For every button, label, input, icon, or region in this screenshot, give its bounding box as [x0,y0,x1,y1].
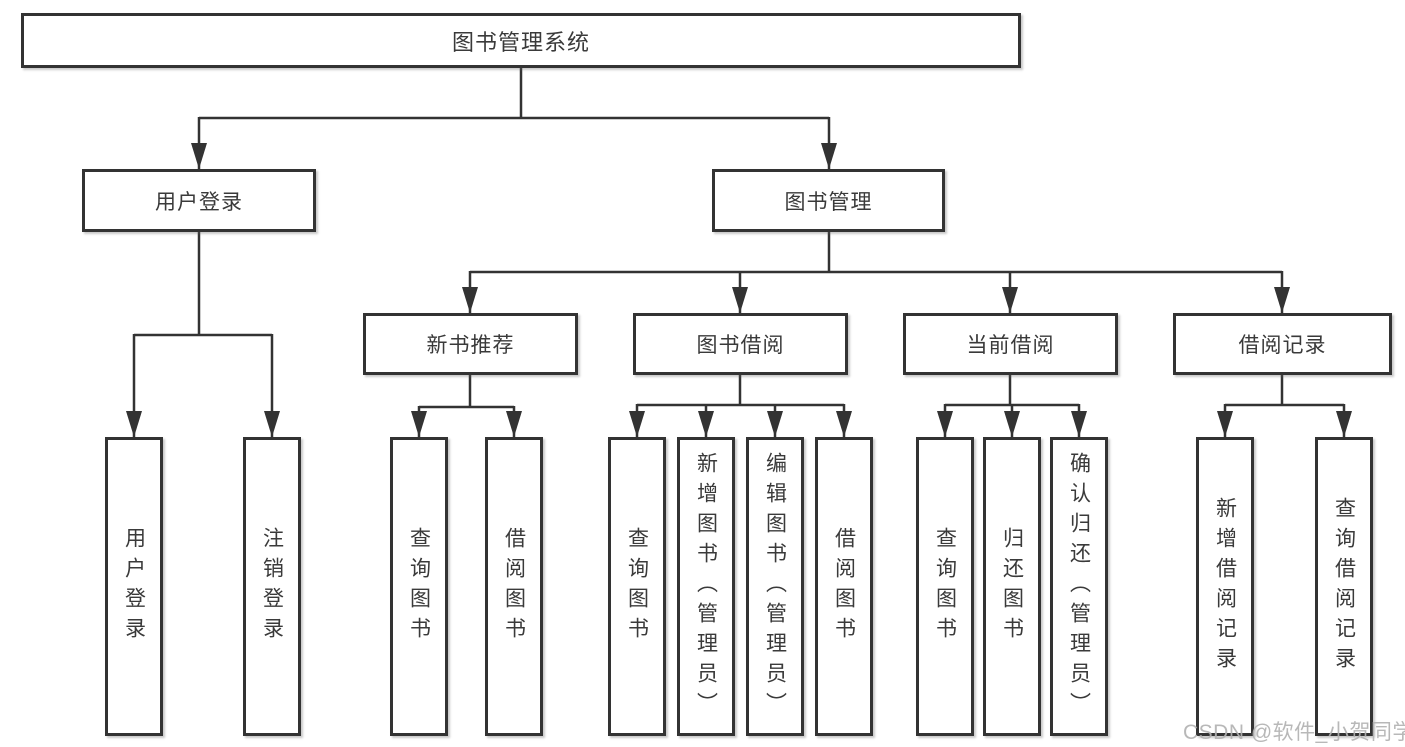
node-label: 用户登录 [122,526,146,647]
node-current-borrow: 当前借阅 [903,313,1118,375]
leaf-confirm-return-admin: 确认归还（管理员） [1050,437,1108,736]
leaf-borrow-books: 借阅图书 [815,437,873,736]
leaf-query-borrow-record: 查询借阅记录 [1315,437,1373,736]
node-label: 归还图书 [1000,526,1024,647]
node-label: 借阅图书 [502,526,526,647]
node-label: 注销登录 [260,526,284,647]
leaf-query-books-recommend: 查询图书 [390,437,448,736]
node-book-borrow: 图书借阅 [633,313,848,375]
node-label: 新增借阅记录 [1213,496,1237,677]
node-label: 新增图书（管理员） [694,451,718,722]
leaf-borrow-books-recommend: 借阅图书 [485,437,543,736]
node-book-management-group: 图书管理 [712,169,945,232]
leaf-query-books-borrow: 查询图书 [608,437,666,736]
node-new-book-recommend: 新书推荐 [363,313,578,375]
node-borrow-records: 借阅记录 [1173,313,1392,375]
node-root-library-management-system: 图书管理系统 [21,13,1021,68]
node-label: 当前借阅 [966,334,1055,357]
node-label: 查询图书 [407,526,431,647]
leaf-add-borrow-record: 新增借阅记录 [1196,437,1254,736]
leaf-edit-books-admin: 编辑图书（管理员） [746,437,804,736]
node-label: 图书管理系统 [451,29,590,55]
node-user-login-group: 用户登录 [82,169,316,232]
node-label: 用户登录 [155,190,243,214]
leaf-return-books: 归还图书 [983,437,1041,736]
csdn-watermark: CSDN @软件_小贺同学 [1183,721,1405,744]
leaf-logout: 注销登录 [243,437,301,736]
node-label: 查询图书 [625,526,649,647]
leaf-user-login: 用户登录 [105,437,163,736]
node-label: 查询图书 [933,526,957,647]
node-label: 借阅图书 [832,526,856,647]
node-label: 图书借阅 [696,334,785,357]
node-label: 确认归还（管理员） [1067,451,1091,722]
node-label: 借阅记录 [1238,334,1327,357]
node-label: 查询借阅记录 [1332,496,1356,677]
node-label: 图书管理 [784,190,873,214]
node-label: 编辑图书（管理员） [763,451,787,722]
leaf-query-books-current: 查询图书 [916,437,974,736]
leaf-add-books-admin: 新增图书（管理员） [677,437,735,736]
node-label: 新书推荐 [426,334,515,357]
